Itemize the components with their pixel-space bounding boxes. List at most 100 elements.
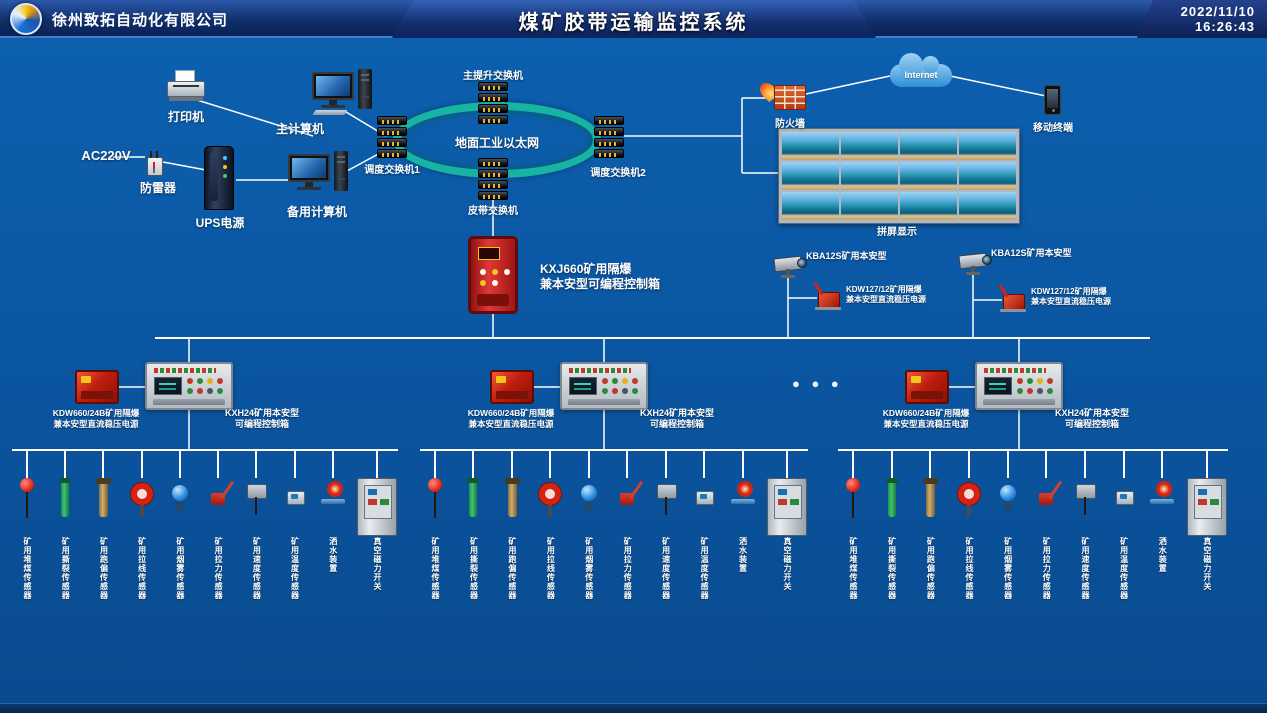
sensor-item[interactable]: 矿用撕裂传感器 <box>877 450 907 600</box>
sensor-item[interactable]: 矿用跑偏传感器 <box>915 450 945 600</box>
camera-2-device[interactable] <box>959 251 992 275</box>
sensor-item[interactable]: 矿用温度传感器 <box>1109 450 1139 600</box>
surge-arrester-device[interactable] <box>145 151 163 176</box>
pc-tower-icon <box>358 69 372 109</box>
switch-unit <box>478 169 508 178</box>
main-computer-label: 主计算机 <box>275 122 325 136</box>
sensor-item[interactable]: 矿用拉力传感器 <box>612 450 642 600</box>
camera-1-device[interactable] <box>774 254 807 278</box>
sensor-icon <box>52 478 78 520</box>
sensor-item[interactable]: 矿用速度传感器 <box>1070 450 1100 600</box>
sensor-item[interactable]: 矿用烟雾传感器 <box>165 450 195 600</box>
sensor-label: 洒水装置 <box>738 537 748 573</box>
sensor-item[interactable]: 矿用堆煤传感器 <box>12 450 42 600</box>
sensor-item[interactable]: 真空磁力开关 <box>766 450 808 600</box>
sensor-item[interactable]: 矿用跑偏传感器 <box>497 450 527 600</box>
sensor-item[interactable]: 真空磁力开关 <box>356 450 398 600</box>
sensor-item[interactable]: 矿用撕裂传感器 <box>458 450 488 600</box>
sensor-icon <box>576 478 602 520</box>
sensor-item[interactable]: 矿用跑偏传感器 <box>88 450 118 600</box>
sensor-item[interactable]: 矿用拉力传感器 <box>1031 450 1061 600</box>
switch-unit <box>594 127 624 136</box>
sensor-icon <box>537 478 563 520</box>
sensor-wire <box>890 450 893 478</box>
printer-device[interactable] <box>167 70 205 104</box>
firewall-device[interactable] <box>774 85 806 110</box>
sensor-label: 矿用撕裂传感器 <box>469 537 479 600</box>
surge-arrester-label: 防雷器 <box>139 181 177 195</box>
time-text: 16:26:43 <box>1194 19 1255 34</box>
sensor-icon <box>460 478 486 520</box>
sensor-item[interactable]: 矿用堆煤传感器 <box>420 450 450 600</box>
mobile-terminal-device[interactable] <box>1044 85 1061 115</box>
kxh24-plc-panel[interactable] <box>560 362 648 410</box>
sensor-wire <box>510 450 513 478</box>
dispatch-switch-1-device[interactable] <box>377 116 407 158</box>
sensor-label: 矿用撕裂传感器 <box>61 537 71 600</box>
sensor-item[interactable]: 矿用速度传感器 <box>651 450 681 600</box>
printer-body <box>167 81 205 97</box>
sensor-label: 矿用速度传感器 <box>1080 537 1090 600</box>
sensor-wire <box>255 450 258 478</box>
sensor-item[interactable]: 真空磁力开关 <box>1186 450 1228 600</box>
sensor-item[interactable]: 洒水装置 <box>728 450 758 600</box>
ac-power-label: AC220V <box>81 148 131 163</box>
kdw660-power-supply[interactable] <box>75 370 119 404</box>
sensor-icon <box>766 478 807 536</box>
printer-label: 打印机 <box>167 110 205 124</box>
sensor-item[interactable]: 矿用烟雾传感器 <box>993 450 1023 600</box>
video-wall-label: 拼屏显示 <box>877 227 917 238</box>
mobile-terminal-label: 移动终端 <box>1033 123 1073 134</box>
video-wall[interactable] <box>778 128 1020 224</box>
sensor-wire <box>64 450 67 478</box>
hoist-switch-label: 主提升交换机 <box>463 71 523 82</box>
sensor-item[interactable]: 矿用温度传感器 <box>280 450 310 600</box>
sensor-label: 矿用烟雾传感器 <box>1003 537 1013 600</box>
sensor-item[interactable]: 矿用烟雾传感器 <box>574 450 604 600</box>
sensor-item[interactable]: 矿用温度传感器 <box>689 450 719 600</box>
sensor-item[interactable]: 矿用拉线传感器 <box>127 450 157 600</box>
dispatch-switch-2-device[interactable] <box>594 116 624 158</box>
kdw660-power-supply[interactable] <box>905 370 949 404</box>
kdw660-power-supply[interactable] <box>490 370 534 404</box>
sensor-wire <box>217 450 220 478</box>
panel-screen <box>984 377 1012 395</box>
sensor-wire <box>626 450 629 478</box>
panel-buttons <box>186 377 226 397</box>
sensor-item[interactable]: 矿用撕裂传感器 <box>50 450 80 600</box>
sensor-item[interactable]: 矿用堆煤传感器 <box>838 450 868 600</box>
kxj660-buttons <box>480 269 486 275</box>
sensor-item[interactable]: 洒水装置 <box>1147 450 1177 600</box>
kdw127-power-2-device[interactable] <box>999 285 1027 313</box>
kxh24-plc-panel[interactable] <box>145 362 233 410</box>
kdw127-power-1-device[interactable] <box>814 283 842 311</box>
video-wall-cell <box>841 192 898 220</box>
switch-unit <box>478 82 508 91</box>
kxj660-label: KXJ660矿用隔爆 兼本安型可编程控制箱 <box>540 262 661 291</box>
switch-unit <box>377 127 407 136</box>
video-wall-cell <box>841 162 898 190</box>
sensor-wire <box>929 450 932 478</box>
ups-device[interactable] <box>204 146 234 210</box>
sensor-wire <box>102 450 105 478</box>
sensor-icon <box>90 478 116 520</box>
sensor-wire <box>1006 450 1009 478</box>
kxh24-plc-panel[interactable] <box>975 362 1063 410</box>
backup-computer-label: 备用计算机 <box>286 205 348 219</box>
kxj660-control-box[interactable] <box>468 236 518 314</box>
sensor-item[interactable]: 矿用拉力传感器 <box>203 450 233 600</box>
switch-unit <box>478 180 508 189</box>
camera-mount <box>786 269 790 275</box>
hoist-switch-device[interactable] <box>478 82 508 124</box>
sensor-wire <box>587 450 590 478</box>
sensor-icon <box>1149 478 1175 520</box>
belt-switch-device[interactable] <box>478 158 508 200</box>
sensor-icon <box>691 478 717 520</box>
sensor-item[interactable]: 矿用拉线传感器 <box>535 450 565 600</box>
sensor-item[interactable]: 矿用拉线传感器 <box>954 450 984 600</box>
panel-screen <box>154 377 182 395</box>
sensor-item[interactable]: 洒水装置 <box>318 450 348 600</box>
sensor-item[interactable]: 矿用速度传感器 <box>241 450 271 600</box>
sensor-wire <box>140 450 143 478</box>
